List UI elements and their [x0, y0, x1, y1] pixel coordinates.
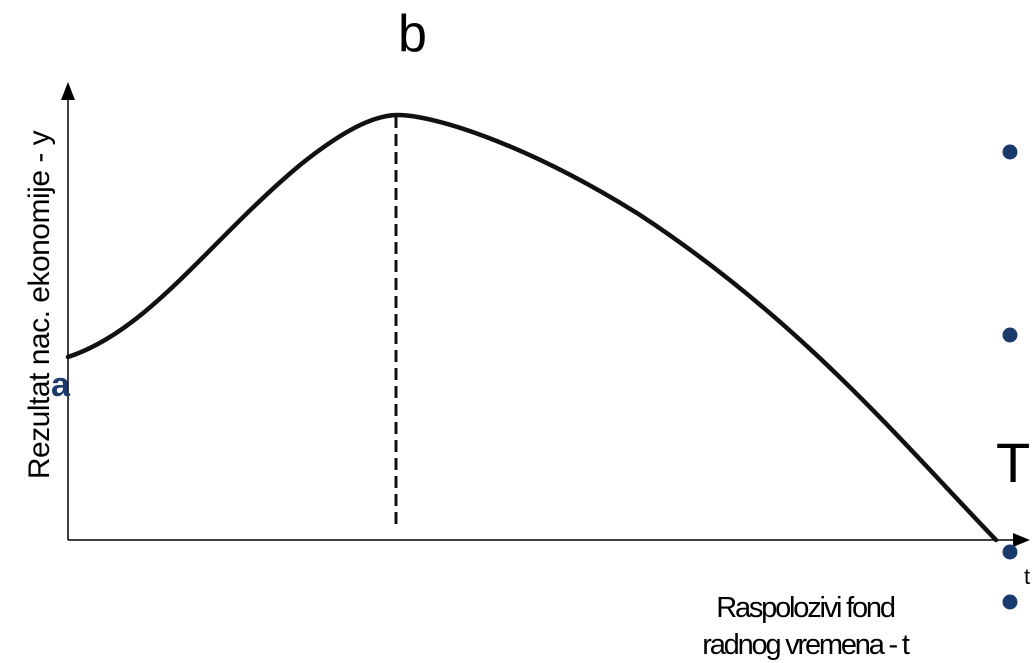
bullet-2	[1002, 327, 1018, 343]
peak-label: b	[398, 5, 427, 63]
letter-t-label: T	[996, 431, 1031, 494]
curve	[65, 112, 999, 543]
x-axis-label-line1: Raspolozivi fond	[716, 592, 896, 624]
diagram-canvas	[61, 82, 1030, 610]
point-a-label: a	[51, 366, 70, 404]
y-axis-arrowhead	[61, 82, 75, 100]
bullet-1	[1002, 144, 1018, 160]
x-axis-arrowhead	[1013, 533, 1030, 547]
bullet-4	[1002, 594, 1018, 610]
x-axis-label-line2: radnog vremena - t	[702, 628, 910, 661]
bullet-3	[1002, 544, 1018, 560]
y-axis-label: Rezultat nac. ekonomije - y	[23, 130, 56, 480]
small-t-label: t	[1024, 564, 1031, 589]
x-axis-label: Raspolozivi fond radnog vremena - t	[655, 590, 955, 663]
